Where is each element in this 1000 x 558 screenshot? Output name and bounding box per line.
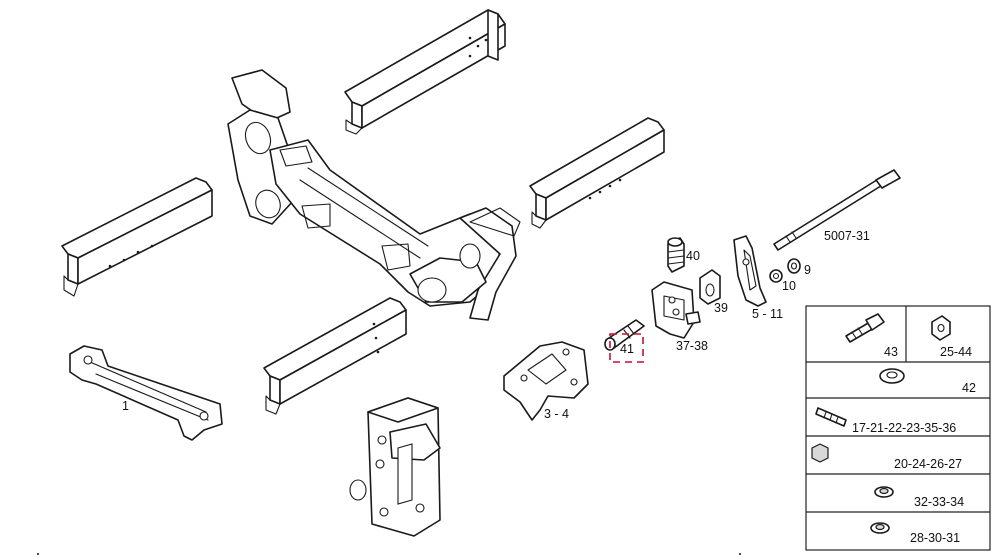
legend-label-25-44[interactable]: 25-44 bbox=[940, 345, 972, 359]
callout-40[interactable]: 40 bbox=[686, 249, 700, 263]
legend-washer-28 bbox=[870, 522, 890, 534]
legend-nut-25-44 bbox=[931, 315, 951, 341]
legend-bolt-43 bbox=[845, 313, 885, 343]
part-3-4-bracket bbox=[503, 341, 589, 421]
callout-39[interactable]: 39 bbox=[714, 301, 728, 315]
legend-label-28[interactable]: 28-30-31 bbox=[910, 531, 960, 545]
callout-10[interactable]: 10 bbox=[782, 279, 796, 293]
part-40-bolt bbox=[667, 237, 685, 273]
hardware-legend: 43 25-44 42 17-21-22-23-35-36 20-24-26-2… bbox=[805, 305, 991, 551]
frame-rail-left bbox=[61, 177, 213, 297]
legend-label-17[interactable]: 17-21-22-23-35-36 bbox=[852, 421, 956, 435]
part-10-washer bbox=[769, 269, 783, 283]
callout-37-38[interactable]: 37-38 bbox=[676, 339, 708, 353]
part-39-bushing bbox=[699, 269, 721, 305]
legend-washer-32 bbox=[874, 486, 894, 498]
legend-label-20[interactable]: 20-24-26-27 bbox=[894, 457, 962, 471]
callout-41[interactable]: 41 bbox=[620, 342, 634, 356]
legend-label-32[interactable]: 32-33-34 bbox=[914, 495, 964, 509]
part-5-11-bracket bbox=[733, 235, 767, 307]
part-37-38-bracket bbox=[651, 281, 701, 339]
legend-label-43[interactable]: 43 bbox=[884, 345, 898, 359]
frame-rail-lower-center bbox=[263, 297, 407, 415]
callout-5007-31[interactable]: 5007-31 bbox=[824, 229, 870, 243]
legend-clip-42 bbox=[879, 368, 905, 384]
callout-9[interactable]: 9 bbox=[804, 263, 811, 277]
main-crossmember bbox=[227, 69, 521, 321]
part-9-nut bbox=[787, 258, 801, 274]
corner-mark-right bbox=[739, 553, 741, 555]
frame-rail-right-center bbox=[529, 117, 665, 229]
callout-3-4[interactable]: 3 - 4 bbox=[544, 407, 569, 421]
highlight-box-41 bbox=[609, 333, 644, 363]
part-1-tie-bar bbox=[69, 345, 223, 441]
legend-label-42[interactable]: 42 bbox=[962, 381, 976, 395]
lower-bracket bbox=[349, 397, 441, 537]
callout-1[interactable]: 1 bbox=[122, 399, 129, 413]
frame-rail-top-center bbox=[344, 9, 506, 135]
callout-5-11[interactable]: 5 - 11 bbox=[752, 307, 783, 321]
corner-mark-left bbox=[37, 553, 39, 555]
part-5007-31-rod bbox=[773, 169, 901, 251]
legend-bolt-17 bbox=[815, 407, 847, 427]
legend-nut-20 bbox=[811, 443, 829, 463]
